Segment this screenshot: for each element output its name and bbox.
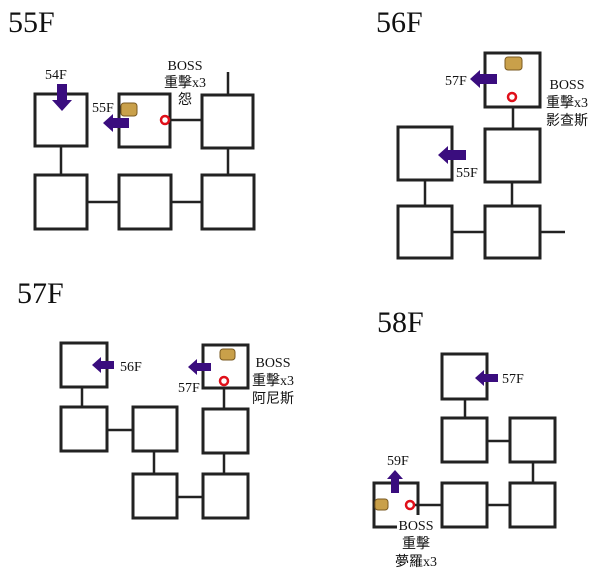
boss-label: BOSS [167, 59, 202, 74]
room [59, 341, 109, 389]
floor-title: 57F [17, 277, 64, 310]
room [33, 173, 89, 231]
boss-name: 影查斯 [546, 113, 588, 129]
arrow-left-icon [475, 370, 498, 386]
boss-attack: 重擊x3 [252, 372, 294, 389]
floor-56f-map: 56F 57F BOSS 重擊x3 影查斯 55F [376, 6, 588, 260]
room [440, 481, 489, 529]
stairs-label: 57F [502, 372, 524, 387]
room [59, 405, 109, 453]
stairs-label: 57F [445, 74, 467, 89]
room [483, 127, 542, 184]
boss-attack: 重擊x3 [546, 94, 588, 111]
floor-55f-map: 55F 54F 55F BOSS 重擊x3 怨 [8, 6, 256, 231]
treasure-chest-icon [219, 348, 236, 361]
arrow-left-icon [470, 70, 497, 88]
boss-label: BOSS [398, 519, 433, 534]
arrow-left-icon [103, 114, 129, 132]
room [201, 407, 250, 455]
room [483, 204, 542, 260]
arrow-left-icon [438, 146, 466, 164]
floor-title: 58F [377, 306, 424, 339]
floor-title: 55F [8, 6, 55, 39]
boss-marker-icon [159, 114, 171, 126]
boss-attack: 重擊x3 [164, 74, 206, 91]
boss-name: 阿尼斯 [252, 391, 294, 407]
boss-name: 夢羅x3 [395, 554, 437, 570]
room [372, 481, 420, 529]
room [201, 472, 250, 520]
stairs-label: 54F [45, 68, 67, 83]
stairs-label: 55F [92, 101, 114, 116]
boss-marker-icon [218, 375, 230, 387]
room [396, 204, 454, 260]
boss-label: BOSS [549, 78, 584, 93]
room [508, 416, 557, 464]
boss-label: BOSS [255, 356, 290, 371]
boss-marker-icon [404, 499, 416, 511]
stairs-label: 55F [456, 166, 478, 181]
treasure-chest-icon [504, 56, 523, 71]
room [117, 173, 173, 231]
floor-58f-map: 58F 57F 59F BOSS 重擊 夢羅x3 [372, 306, 557, 570]
room [131, 405, 179, 453]
room [200, 93, 255, 150]
room [440, 416, 489, 464]
boss-name: 怨 [178, 92, 192, 108]
arrow-down-icon [52, 84, 72, 111]
stairs-label: 57F [178, 381, 200, 396]
boss-marker-icon [506, 91, 518, 103]
room [508, 481, 557, 529]
arrow-left-icon [92, 357, 114, 373]
arrow-left-icon [188, 359, 211, 375]
floor-57f-map: 57F 56F 57F BOSS 重擊x3 阿尼斯 [17, 277, 294, 520]
stairs-label: 59F [387, 454, 409, 469]
room [200, 173, 256, 231]
treasure-chest-icon [374, 498, 389, 511]
room [131, 472, 179, 520]
arrow-up-icon [387, 470, 403, 493]
floor-title: 56F [376, 6, 423, 39]
boss-attack: 重擊 [402, 535, 430, 552]
stairs-label: 56F [120, 360, 142, 375]
treasure-chest-icon [120, 102, 138, 117]
